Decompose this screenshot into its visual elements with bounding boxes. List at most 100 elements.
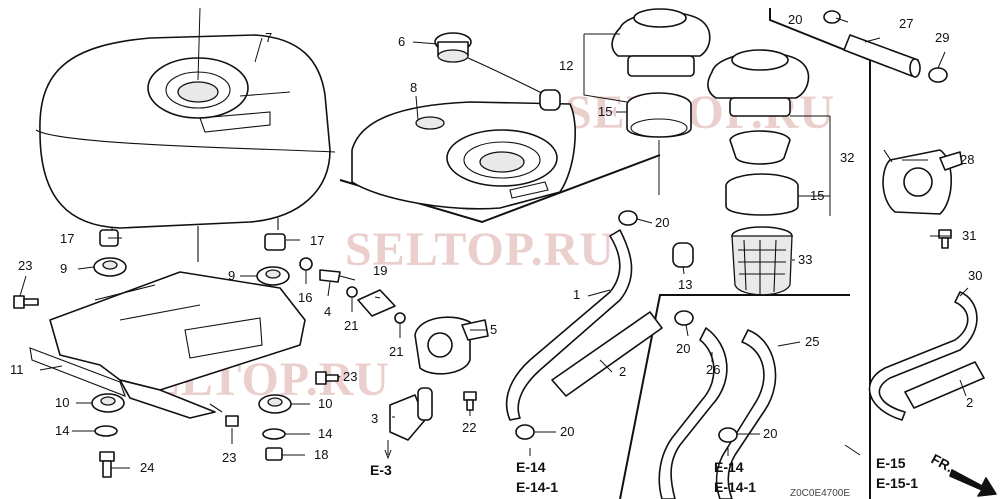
callout-2: 2 (966, 395, 973, 410)
callout-21: 21 (389, 344, 403, 359)
callout-20: 20 (676, 341, 690, 356)
reference-e3: E-3 (370, 462, 392, 478)
reference-e14-1: E-14-1 (516, 479, 558, 495)
fuel-cock (414, 316, 489, 375)
leader-lines (19, 7, 969, 469)
callout-17: 17 (60, 231, 74, 246)
callout-10: 10 (318, 396, 332, 411)
fuel-hose-1 (505, 229, 633, 421)
filler-cap-lower (707, 49, 810, 117)
cushion-9-right (256, 266, 290, 286)
callout-32: 32 (840, 150, 854, 165)
callout-9: 9 (228, 268, 235, 283)
callout-6: 6 (398, 34, 405, 49)
callout-24: 24 (140, 460, 154, 475)
callout-21: 21 (344, 318, 358, 333)
tube-2-right (904, 361, 985, 409)
callout-14: 14 (318, 426, 332, 441)
fuel-tube-2 (551, 311, 663, 397)
fuel-tank (35, 34, 336, 262)
clip-20-lower (515, 424, 535, 440)
cap-seal (729, 130, 791, 165)
callout-17: 17 (310, 233, 324, 248)
section-references: E-3 E-14 E-14-1 E-14 E-14-1 E-15 E-15-1 (370, 444, 918, 495)
callout-12: 12 (559, 58, 573, 73)
washer-14-left (94, 425, 118, 437)
callout-11: 11 (10, 362, 24, 377)
filter-ring-upper (626, 92, 692, 138)
filter-ring-lower (725, 173, 799, 216)
front-direction: FR. (929, 451, 997, 497)
screw-4 (319, 269, 356, 283)
fuel-strainer (731, 226, 793, 296)
callout-2: 2 (619, 364, 626, 379)
bolt-31 (938, 229, 952, 249)
bolt-24 (99, 451, 115, 478)
clip-21-upper (346, 286, 358, 298)
callout-25: 25 (805, 334, 819, 349)
callout-20: 20 (763, 426, 777, 441)
washer-14-right (262, 428, 286, 440)
reference-e14: E-14 (516, 459, 546, 475)
callout-22: 22 (462, 420, 476, 435)
reference-e15: E-15 (876, 455, 906, 471)
grommet-17-right (264, 233, 286, 251)
callout-30: 30 (968, 268, 982, 283)
clip-29 (928, 67, 948, 83)
front-arrow-icon (949, 469, 997, 497)
callout-15: 15 (810, 188, 824, 203)
callout-14: 14 (55, 423, 69, 438)
reference-e15-1: E-15-1 (876, 475, 918, 491)
washer-16 (299, 257, 313, 271)
cushion-10-right (258, 394, 292, 414)
watermark: SELTOP.RU (345, 223, 615, 276)
reference-e14-1: E-14-1 (714, 479, 756, 495)
joint-3 (389, 387, 433, 441)
callout-23: 23 (18, 258, 32, 273)
hose-19 (357, 289, 396, 317)
callout-23: 23 (343, 369, 357, 384)
bolt-23-left (13, 295, 39, 309)
callout-10: 10 (55, 395, 69, 410)
filler-cap-upper (611, 8, 711, 77)
callout-29: 29 (935, 30, 949, 45)
callout-8: 8 (410, 80, 417, 95)
breather-tube-30 (868, 291, 978, 421)
hose-27 (843, 34, 921, 78)
callout-13: 13 (678, 277, 692, 292)
callout-18: 18 (314, 447, 328, 462)
hose-group-outline (619, 294, 850, 499)
tank-guard (351, 101, 576, 210)
cushion-10-left (91, 393, 125, 413)
callout-26: 26 (706, 362, 720, 377)
callout-1: 1 (573, 287, 580, 302)
callout-19: 19 (373, 263, 387, 278)
callout-15: 15 (598, 104, 612, 119)
callout-23: 23 (222, 450, 236, 465)
callout-33: 33 (798, 252, 812, 267)
callout-20: 20 (560, 424, 574, 439)
callout-20: 20 (655, 215, 669, 230)
callout-5: 5 (490, 322, 497, 337)
hose-25 (715, 329, 777, 499)
nut-18 (265, 447, 283, 461)
callout-31: 31 (962, 228, 976, 243)
callout-4: 4 (324, 304, 331, 319)
tank-bracket (29, 271, 306, 419)
clip-20-hose (618, 210, 638, 226)
callout-3: 3 (371, 411, 378, 426)
reference-e14: E-14 (714, 459, 744, 475)
callout-20: 20 (788, 12, 802, 27)
drawing-code: Z0C0E4700E (790, 488, 850, 499)
clip-20-right (718, 427, 738, 443)
bolt-23-bottom (209, 403, 239, 427)
clip-20-left (674, 310, 694, 326)
callout-16: 16 (298, 290, 312, 305)
clip-20-top (823, 10, 841, 24)
fuel-gauge (434, 32, 561, 111)
grommet-13 (672, 242, 694, 268)
callout-28: 28 (960, 152, 974, 167)
callout-7: 7 (265, 30, 272, 45)
callout-9: 9 (60, 261, 67, 276)
